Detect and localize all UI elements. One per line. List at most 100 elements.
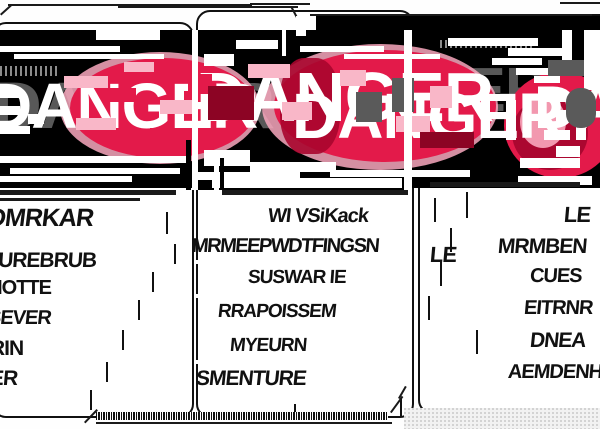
sign-right-body-line: AEMDENH xyxy=(507,361,600,383)
glitch-slice xyxy=(0,360,78,364)
sign-center-body-line: MRMEEPWDTFINGSN xyxy=(191,235,380,257)
glitch-slice xyxy=(500,354,600,358)
glitch-slice xyxy=(124,62,154,72)
glitch-slice xyxy=(214,150,219,190)
glitch-slice xyxy=(96,30,160,40)
sign-right-body-line: CUES xyxy=(529,265,583,287)
glitch-slice xyxy=(76,118,116,130)
glitch-slice xyxy=(194,260,380,264)
glitch-slice xyxy=(492,58,542,65)
sign-left-body-line: HUREBRUB xyxy=(0,249,97,272)
panel-top-edge-far-right xyxy=(560,2,600,4)
glitch-slice xyxy=(216,230,376,234)
sign-left-body-line: DMRKAR xyxy=(0,204,95,232)
glitch-slice xyxy=(506,100,516,140)
glitch-slice xyxy=(28,114,44,124)
glitch-tick xyxy=(106,362,108,382)
glitch-slice xyxy=(220,158,224,190)
glitch-slice xyxy=(330,170,470,177)
glitch-slice xyxy=(194,294,314,298)
glitch-slice xyxy=(548,60,584,76)
glitch-slice xyxy=(0,330,82,334)
glitch-tick xyxy=(174,244,176,264)
glitch-slice xyxy=(0,176,132,182)
glitch-slice xyxy=(196,172,300,180)
glitch-slice xyxy=(508,48,566,56)
glitch-slice xyxy=(0,300,96,304)
glitch-slice xyxy=(534,76,560,83)
sign-right-body-line: DNEA xyxy=(528,329,587,352)
sign-left-body-line: MOTTE xyxy=(0,277,52,299)
glitch-slice xyxy=(0,272,130,276)
sign-left-edge-fragment: LE xyxy=(428,242,458,267)
sign-center-body-line: SUSWAR IE xyxy=(247,267,347,288)
sign-right-body-line: LE xyxy=(562,202,592,227)
glitch-slice xyxy=(420,132,474,148)
sign-center-body-line: RRAPOISSEM xyxy=(216,301,337,322)
glitch-slice xyxy=(282,30,286,56)
glitch-slice xyxy=(236,40,278,49)
panel-corner-diagonal-left xyxy=(0,4,12,16)
glitch-slice xyxy=(546,92,566,102)
glitch-slice xyxy=(340,70,366,86)
glitch-slice xyxy=(300,46,384,52)
glitch-slice xyxy=(212,178,402,188)
glitch-slice xyxy=(0,46,120,52)
glitch-slice xyxy=(150,128,184,140)
glitch-tick xyxy=(138,300,140,320)
glitch-slice xyxy=(556,146,580,157)
glitch-slice xyxy=(584,30,600,90)
glitch-slice xyxy=(208,328,348,332)
glitch-slice xyxy=(64,76,108,88)
rule-under-banner-center xyxy=(222,190,408,195)
rule-under-banner-right xyxy=(430,182,580,187)
glitch-slice xyxy=(160,100,196,114)
glitch-tick xyxy=(122,330,124,350)
glitch-slice xyxy=(430,86,452,108)
sign-left-body-line: RIN xyxy=(0,337,24,360)
panel-top-edge-center2 xyxy=(118,6,298,8)
glitch-tick xyxy=(434,198,436,222)
glitch-slice xyxy=(506,290,600,294)
glitch-slice xyxy=(0,106,20,115)
glitch-tick xyxy=(440,262,442,286)
glitch-slice xyxy=(512,322,600,326)
glitch-slice xyxy=(14,54,164,59)
glitch-slice xyxy=(518,176,592,185)
panel-top-edge-right xyxy=(310,14,592,16)
glitch-slice xyxy=(516,68,560,75)
glitch-tick xyxy=(400,398,402,416)
panel-top-edge-center xyxy=(250,3,310,5)
glitch-slice xyxy=(490,230,600,234)
sign-center-body-line: SMENTURE xyxy=(194,367,308,390)
glitch-slice xyxy=(520,158,580,168)
glitch-slice xyxy=(544,130,570,140)
glitch-tick xyxy=(412,364,414,388)
sign-right-body-line: EITRNR xyxy=(523,297,594,319)
glitch-slice xyxy=(208,86,254,120)
glitch-slice xyxy=(194,360,344,364)
glitch-slice xyxy=(10,168,180,174)
glitch-slice xyxy=(282,102,312,120)
glitch-slice xyxy=(186,140,191,190)
glitch-tick xyxy=(428,296,430,320)
glitch-tick xyxy=(90,390,92,410)
glitch-slice xyxy=(0,126,30,134)
glitch-tick xyxy=(294,404,296,418)
glitch-slice xyxy=(250,162,336,172)
glitch-slice xyxy=(0,90,24,98)
dither-texture-panel xyxy=(404,408,600,429)
glitch-tick xyxy=(466,192,468,218)
glitch-noise-band xyxy=(0,66,60,76)
glitch-slice xyxy=(344,54,440,59)
glitch-slice xyxy=(192,30,198,190)
bottom-edge-rule xyxy=(96,422,392,424)
glitch-slice xyxy=(566,88,596,128)
glitch-slice xyxy=(356,92,382,122)
glitch-slice xyxy=(396,116,430,132)
glitch-slice xyxy=(248,64,290,78)
panel-top-edge-left xyxy=(8,4,252,6)
glitch-slice xyxy=(0,242,166,246)
glitch-slice xyxy=(296,16,306,36)
